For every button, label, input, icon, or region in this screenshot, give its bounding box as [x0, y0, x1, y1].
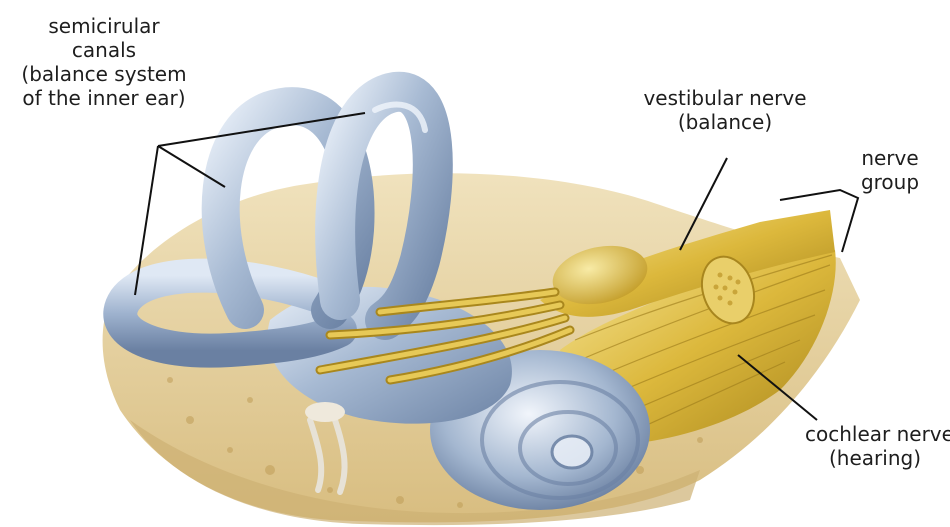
- cochlear-nerve-label: cochlear nerve (hearing): [805, 422, 945, 470]
- semicircular-canals-label: semicirular canals (balance system of th…: [4, 14, 204, 110]
- vestibular-nerve-label: vestibular nerve (balance): [625, 86, 825, 134]
- nerve-group-label: nerve group: [850, 146, 930, 194]
